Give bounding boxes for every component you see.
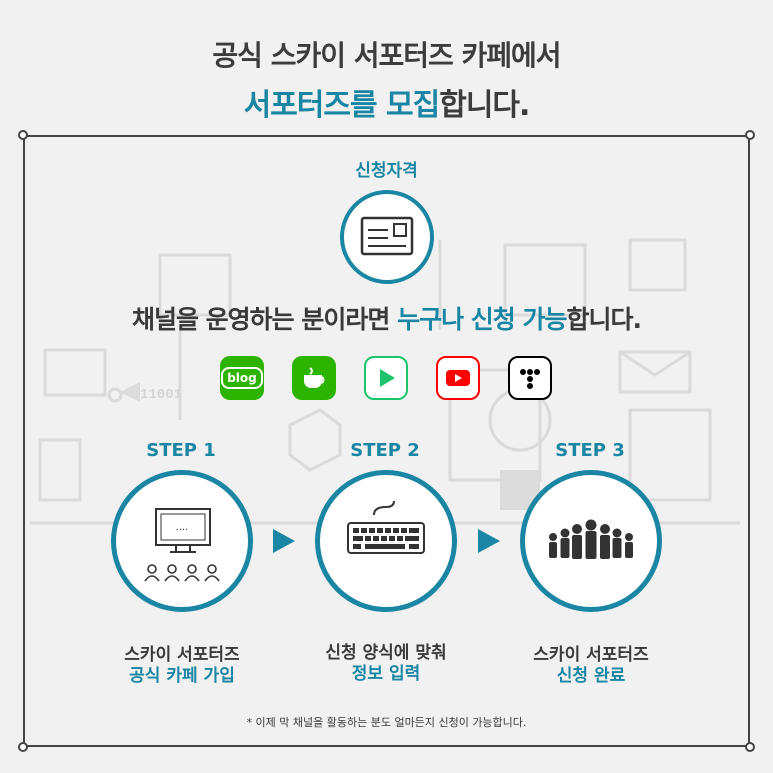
id-card-badge (340, 190, 434, 284)
step2-circle (315, 470, 457, 612)
qualification-label: 신청자격 (355, 161, 418, 181)
step2-text-line1: 신청 양식에 맞춰 (325, 643, 447, 663)
crowd-icon (549, 519, 633, 559)
step1-label: STEP 1 (146, 440, 216, 461)
naver-cafe-icon (292, 356, 336, 400)
header-highlight: 서포터즈를 모집 (243, 88, 441, 123)
step-arrow (478, 529, 500, 553)
header-rest: 합니다. (439, 88, 530, 123)
header-title-line1: 공식 스카이 서포터즈 카페에서 (212, 39, 561, 72)
background-binary-text: 11001 (140, 387, 182, 403)
step3-circle (520, 470, 662, 612)
keyboard-icon (347, 500, 425, 554)
headline-suffix: 합니다. (566, 305, 642, 334)
naver-blog-icon: blog (220, 356, 264, 400)
frame-corner-dot (18, 742, 28, 752)
frame-corner-dot (18, 130, 28, 140)
naver-tv-icon (364, 356, 408, 400)
dots-app-icon (508, 356, 552, 400)
step3-label: STEP 3 (555, 440, 625, 461)
naver-blog-label: blog (221, 367, 263, 389)
step1-text-line1: 스카이 서포터즈 (124, 645, 240, 665)
step3-text-line2: 신청 완료 (556, 666, 626, 686)
youtube-icon (436, 356, 480, 400)
step1-circle: .... (111, 470, 253, 612)
header-title-line2: 서포터즈를 모집합니다. (0, 80, 773, 124)
step2-text-line2: 정보 입력 (351, 664, 421, 684)
content-frame (23, 135, 750, 747)
id-card-icon (360, 216, 414, 256)
step1-text-line2: 공식 카페 가입 (129, 666, 235, 686)
headline-highlight: 누구나 신청 가능 (397, 305, 567, 334)
svg-text:....: .... (176, 522, 189, 533)
frame-corner-dot (745, 742, 755, 752)
qualification-headline: 채널을 운영하는 분이라면 누구나 신청 가능합니다. (0, 300, 773, 336)
frame-corner-dot (745, 130, 755, 140)
step2-label: STEP 2 (350, 440, 420, 461)
step-arrow (273, 529, 295, 553)
headline-prefix: 채널을 운영하는 분이라면 (131, 305, 398, 334)
step3-text-line1: 스카이 서포터즈 (533, 645, 649, 665)
monitor-people-icon: .... (144, 508, 220, 582)
footnote: * 이제 막 채널을 활동하는 분도 얼마든지 신청이 가능합니다. (246, 716, 527, 729)
